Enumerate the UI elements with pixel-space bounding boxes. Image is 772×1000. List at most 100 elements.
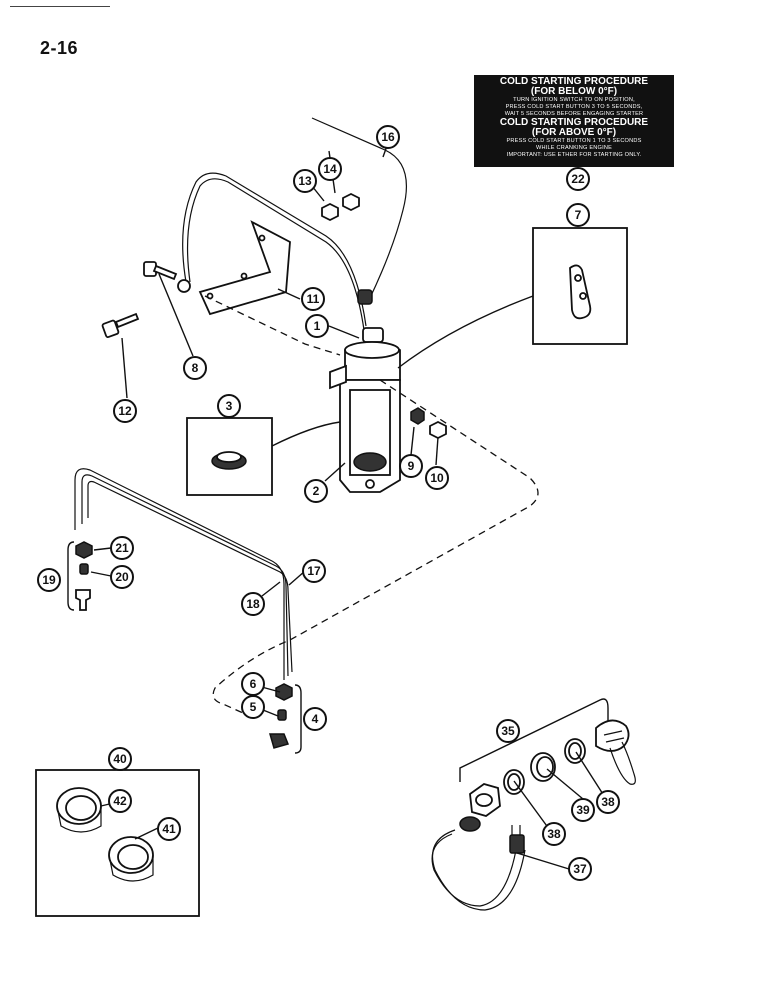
callout-38-front-label: 38 — [547, 827, 561, 841]
decal-text-above-1: PRESS COLD START BUTTON 1 TO 3 SECONDS — [506, 138, 642, 144]
callout-39-label: 39 — [576, 803, 590, 817]
callout-13: 13 — [293, 169, 317, 193]
callout-42: 42 — [108, 789, 132, 813]
ring-part-41 — [108, 836, 154, 882]
holder-part-2 — [329, 364, 401, 493]
nut-part-35-assembly — [459, 783, 501, 832]
callout-5: 5 — [241, 695, 265, 719]
callout-38-front: 38 — [542, 822, 566, 846]
callout-37-label: 37 — [573, 862, 587, 876]
callout-1-label: 1 — [314, 319, 321, 333]
callout-16-label: 16 — [381, 130, 395, 144]
dashed-route-2 — [212, 379, 539, 719]
decal-subtitle-below: (FOR BELOW 0°F) — [530, 86, 618, 97]
decal-title-below: COLD STARTING PROCEDURE — [499, 76, 649, 87]
callout-3-label: 3 — [226, 399, 233, 413]
cold-start-decal: COLD STARTING PROCEDURE (FOR BELOW 0°F) … — [474, 75, 674, 167]
callout-3: 3 — [217, 394, 241, 418]
page-number: 2-16 — [40, 38, 79, 58]
bracket-35 — [459, 698, 609, 782]
nut-part-14 — [342, 192, 360, 212]
callout-40: 40 — [108, 747, 132, 771]
callout-11: 11 — [301, 287, 325, 311]
callout-9: 9 — [399, 454, 423, 478]
fitting-part-20 — [79, 563, 89, 575]
callout-16: 16 — [376, 125, 400, 149]
fitting-part-19 — [75, 589, 91, 611]
callout-12: 12 — [113, 399, 137, 423]
callout-37: 37 — [568, 857, 592, 881]
callout-21: 21 — [110, 536, 134, 560]
decal-important: IMPORTANT: USE ETHER FOR STARTING ONLY. — [506, 152, 642, 158]
callout-19-label: 19 — [42, 573, 56, 587]
decal-text-below-2: PRESS COLD START BUTTON 3 TO 5 SECONDS, — [505, 104, 643, 110]
callout-20-label: 20 — [115, 570, 129, 584]
callout-10: 10 — [425, 466, 449, 490]
callout-19: 19 — [37, 568, 61, 592]
bracket-part-11 — [198, 220, 291, 316]
button-part-38-assembly — [595, 719, 636, 785]
callout-9-label: 9 — [408, 459, 415, 473]
callout-8: 8 — [183, 356, 207, 380]
callout-10-label: 10 — [430, 471, 444, 485]
callout-2: 2 — [304, 479, 328, 503]
washer-part-38-back — [564, 738, 586, 764]
callout-6: 6 — [241, 672, 265, 696]
bolt-part-12 — [101, 312, 140, 338]
callout-18-label: 18 — [246, 597, 260, 611]
callout-20: 20 — [110, 565, 134, 589]
callout-1: 1 — [305, 314, 329, 338]
cable-part-16 — [177, 117, 407, 331]
dashed-route-1 — [204, 295, 341, 356]
callout-35-label: 35 — [501, 724, 515, 738]
fitting-part-4 — [269, 733, 290, 749]
callout-40-label: 40 — [113, 752, 127, 766]
fitting-part-6 — [275, 683, 293, 701]
callout-11-label: 11 — [307, 292, 320, 306]
cap-part-3 — [211, 451, 247, 470]
callout-41: 41 — [157, 817, 181, 841]
callout-14-label: 14 — [323, 162, 337, 176]
tube-part-17 — [74, 468, 293, 680]
fitting-part-21 — [75, 541, 93, 559]
nut-part-13 — [321, 202, 339, 222]
decal-title-above: COLD STARTING PROCEDURE — [499, 117, 649, 128]
callout-13-label: 13 — [298, 174, 312, 188]
bolt-part-8 — [143, 261, 178, 281]
callout-4-label: 4 — [312, 712, 319, 726]
nut-part-10 — [429, 420, 447, 440]
decal-text-above-2: WHILE CRANKING ENGINE — [536, 145, 612, 151]
bracket-part-7 — [569, 264, 592, 320]
fitting-part-5 — [277, 709, 287, 721]
callout-35: 35 — [496, 719, 520, 743]
wire-part-37 — [431, 825, 526, 911]
callout-22-label: 22 — [571, 172, 585, 186]
nut-part-9 — [410, 407, 425, 425]
callout-8-label: 8 — [192, 361, 199, 375]
leader-lines — [90, 142, 609, 870]
top-rule — [10, 6, 110, 7]
decal-text-below-1: TURN IGNITION SWITCH TO ON POSITION, — [513, 97, 635, 103]
callout-6-label: 6 — [250, 677, 257, 691]
callout-39: 39 — [571, 798, 595, 822]
callout-14: 14 — [318, 157, 342, 181]
callout-7-label: 7 — [575, 208, 582, 222]
callout-17-label: 17 — [307, 564, 321, 578]
decal-subtitle-above: (FOR ABOVE 0°F) — [531, 127, 617, 138]
bracket-4 — [294, 684, 302, 754]
bracket-19 — [67, 541, 75, 611]
callout-18: 18 — [241, 592, 265, 616]
callout-42-label: 42 — [113, 794, 127, 808]
callout-2-label: 2 — [313, 484, 320, 498]
callout-22: 22 — [566, 167, 590, 191]
decal-text-below-3: WAIT 5 SECONDS BEFORE ENGAGING STARTER — [504, 111, 644, 117]
callout-41-label: 41 — [162, 822, 176, 836]
callout-21-label: 21 — [115, 541, 129, 555]
callout-12-label: 12 — [118, 404, 132, 418]
callout-4: 4 — [303, 707, 327, 731]
ring-part-42 — [56, 787, 102, 833]
callout-17: 17 — [302, 559, 326, 583]
callout-7: 7 — [566, 203, 590, 227]
ring-part-39 — [530, 752, 556, 782]
